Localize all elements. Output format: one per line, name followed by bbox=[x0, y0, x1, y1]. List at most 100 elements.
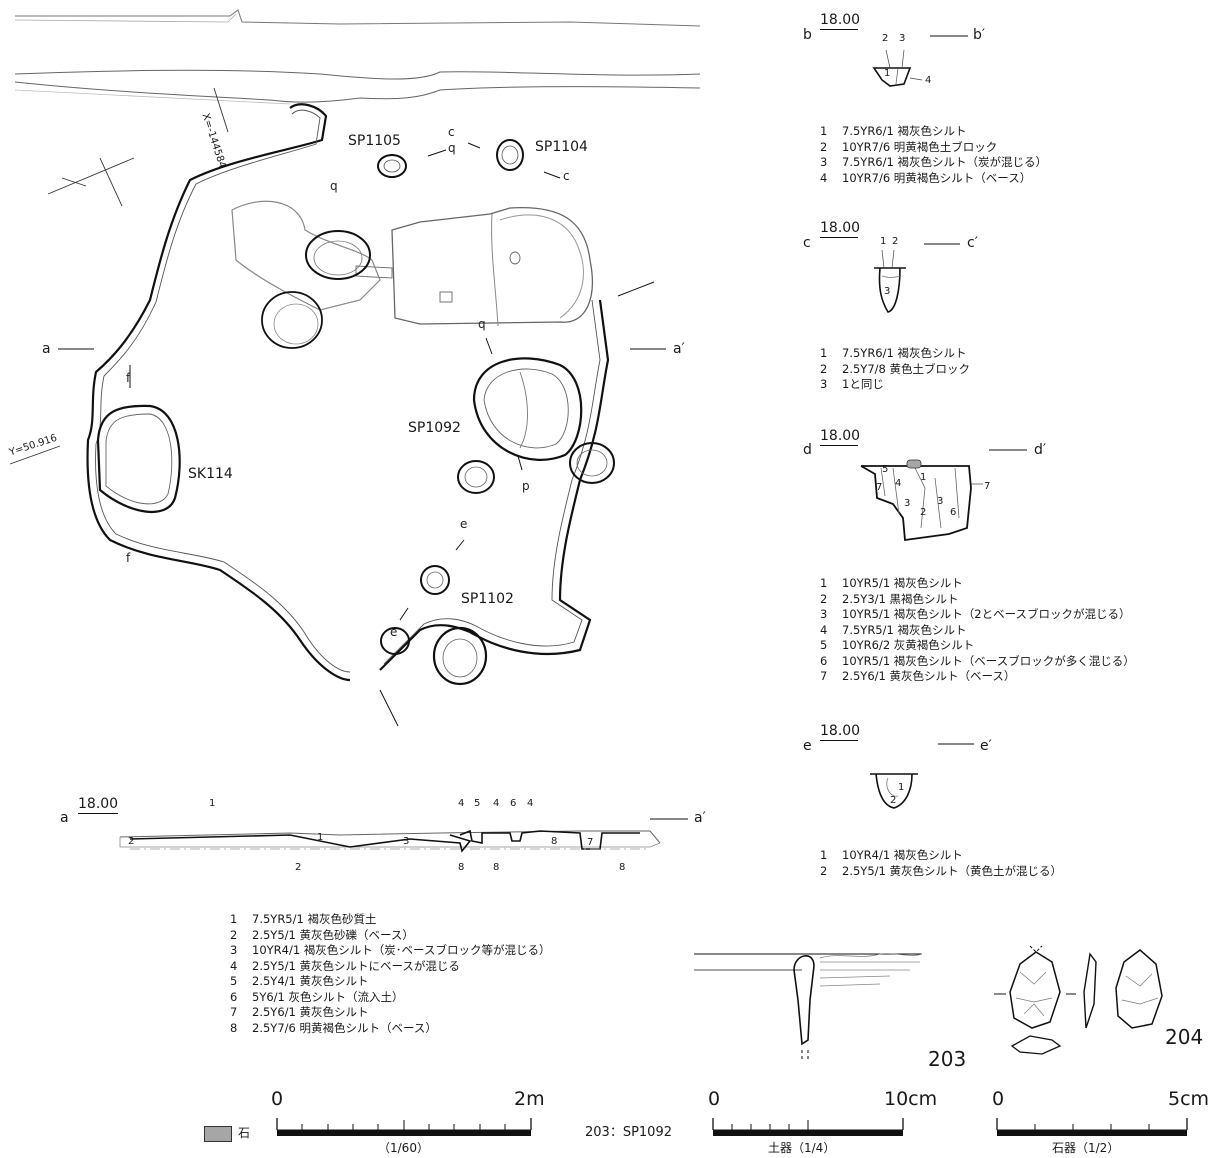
legend-text: 7.5YR6/1 褐灰色シルト bbox=[842, 124, 967, 138]
legend-number: 2 bbox=[820, 361, 828, 376]
plan-scale-zero: 0 bbox=[271, 1088, 284, 1110]
svg-text:c: c bbox=[563, 169, 570, 183]
legend-number: 3 bbox=[820, 377, 828, 391]
legend-text: 2.5Y5/1 黄灰色砂礫（ベース） bbox=[252, 927, 414, 942]
svg-text:q: q bbox=[330, 179, 338, 193]
plan-view: q q c c q p e e f f bbox=[9, 9, 701, 727]
legend-text: 2.5Y5/1 黄灰色シルト（黄色土が混じる） bbox=[842, 863, 1062, 878]
svg-text:f: f bbox=[126, 551, 131, 565]
section-c-layer-label: 3 bbox=[884, 286, 891, 297]
svg-text:e: e bbox=[390, 625, 397, 639]
stone-tool-204-drawing bbox=[994, 945, 1163, 1055]
section-a-layer-label: 8 bbox=[619, 862, 626, 873]
pottery-scale-bar bbox=[712, 1118, 904, 1136]
legend-text: 2.5Y3/1 黒褐色シルト bbox=[842, 591, 959, 606]
section-a-layer-label: 1 bbox=[317, 832, 324, 843]
legend-text: 7.5YR5/1 褐灰色シルト bbox=[842, 622, 967, 637]
section-d-letter: d bbox=[803, 442, 812, 458]
legend-number: 8 bbox=[230, 1020, 238, 1035]
feature-label-sp1092: SP1092 bbox=[408, 420, 461, 436]
section-e-letter-end: e′ bbox=[980, 738, 992, 754]
legend-number: 3 bbox=[820, 155, 828, 169]
svg-text:f: f bbox=[126, 371, 131, 385]
legend-number: 1 bbox=[820, 346, 828, 360]
section-b-profile bbox=[872, 35, 968, 87]
stone-scale-max: 5cm bbox=[1168, 1088, 1210, 1110]
stone-key-label: 石 bbox=[238, 1126, 251, 1140]
legend-text: 10YR7/6 明黄褐色シルト（ベース） bbox=[842, 170, 1032, 185]
section-a-layer-label: 8 bbox=[551, 836, 558, 847]
legend-number: 2 bbox=[230, 927, 238, 942]
legend-number: 2 bbox=[820, 863, 828, 878]
legend-number: 1 bbox=[820, 848, 828, 862]
feature-label-sp1102: SP1102 bbox=[461, 591, 514, 607]
stone-inclusion bbox=[906, 459, 922, 469]
section-c-layer-label: 1 bbox=[880, 236, 887, 247]
legend-number: 4 bbox=[820, 170, 828, 185]
pottery-203-drawing bbox=[694, 953, 923, 1060]
legend-number: 1 bbox=[230, 912, 238, 926]
plan-scale-caption: （1/60） bbox=[378, 1141, 429, 1155]
section-c-letter: c bbox=[803, 235, 811, 251]
legend-row: 4 10YR7/6 明黄褐色シルト（ベース） bbox=[820, 171, 1047, 187]
legend-number: 3 bbox=[820, 607, 828, 621]
section-e-layer-label: 1 bbox=[898, 782, 905, 793]
legend-text: 2.5Y6/1 黄灰色シルト bbox=[252, 1005, 369, 1019]
plan-scale-max: 2m bbox=[514, 1088, 545, 1110]
section-a-letter: a bbox=[60, 810, 69, 826]
section-a-letter-end: a′ bbox=[694, 810, 706, 826]
feature-label-sk114: SK114 bbox=[188, 466, 233, 482]
legend-text: 5Y6/1 灰色シルト（流入土） bbox=[252, 989, 404, 1004]
section-a-layer-label: 5 bbox=[474, 798, 481, 809]
legend-number: 2 bbox=[820, 139, 828, 154]
section-e-profile bbox=[870, 743, 974, 809]
section-d-layer-label: 1 bbox=[920, 472, 927, 483]
section-a-layer-label: 3 bbox=[403, 836, 410, 847]
legend-text: 1と同じ bbox=[842, 377, 884, 391]
legend-text: 10YR5/1 褐灰色シルト（ベースブロックが多く混じる） bbox=[842, 653, 1135, 668]
section-b-layer-label: 1 bbox=[884, 68, 891, 79]
section-d-layer-label: 7 bbox=[876, 482, 883, 493]
section-c-layer-label: 2 bbox=[892, 236, 899, 247]
section-a-layer-label: 4 bbox=[458, 798, 465, 809]
legend-row: 7 2.5Y6/1 黄灰色シルト bbox=[230, 1005, 550, 1021]
legend-text: 10YR5/1 褐灰色シルト bbox=[842, 576, 963, 590]
legend-row: 2 2.5Y5/1 黄灰色砂礫（ベース） bbox=[230, 928, 550, 944]
svg-text:e: e bbox=[460, 517, 467, 531]
section-d-layer-label: 5 bbox=[882, 464, 889, 475]
svg-text:q: q bbox=[478, 317, 486, 331]
legend-text: 10YR6/2 灰黄褐色シルト bbox=[842, 638, 975, 652]
legend-text: 2.5Y6/1 黄灰色シルト（ベース） bbox=[842, 669, 1016, 683]
section-b-elevation: 18.00 bbox=[820, 12, 861, 30]
artifact-number-204: 204 bbox=[1165, 1025, 1204, 1049]
legend-number: 5 bbox=[820, 638, 828, 652]
artifact-number-203: 203 bbox=[928, 1047, 967, 1071]
section-a-layer-label: 6 bbox=[510, 798, 517, 809]
legend-row: 5 10YR6/2 灰黄褐色シルト bbox=[820, 638, 1135, 654]
legend-number: 4 bbox=[230, 958, 238, 973]
legend-number: 1 bbox=[820, 124, 828, 138]
legend-row: 2 2.5Y5/1 黄灰色シルト（黄色土が混じる） bbox=[820, 864, 1062, 880]
plan-scale-bar bbox=[276, 1118, 532, 1136]
pottery-scale-caption: 土器（1/4） bbox=[768, 1141, 836, 1155]
legend-number: 7 bbox=[230, 1005, 238, 1019]
section-a-layer-label: 8 bbox=[493, 862, 500, 873]
section-b-layer-label: 2 bbox=[882, 33, 889, 44]
legend-row: 1 7.5YR6/1 褐灰色シルト bbox=[820, 124, 1047, 140]
legend-text: 2.5Y4/1 黄灰色シルト bbox=[252, 974, 369, 988]
stone-scale-zero: 0 bbox=[992, 1088, 1005, 1110]
section-d-layer-label: 2 bbox=[920, 507, 927, 518]
